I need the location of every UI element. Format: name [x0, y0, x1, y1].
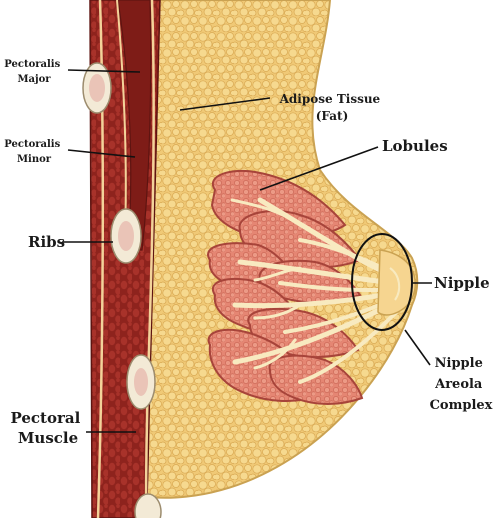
label-nipple: Nipple — [434, 274, 490, 292]
label-lobules: Lobules — [382, 137, 448, 155]
label-pectoral-muscle: Pectoral Muscle — [10, 409, 85, 447]
rib-2 — [111, 209, 141, 263]
label-pectoralis-minor: Pectoralis Minor — [4, 139, 63, 165]
label-pectoralis-major: Pectoralis Major — [4, 59, 63, 85]
rib-3 — [127, 355, 155, 409]
label-ribs: Ribs — [28, 233, 65, 251]
label-nipple-areola-complex: Nipple Areola Complex — [430, 356, 493, 413]
leader-nipple-areola — [405, 330, 430, 365]
